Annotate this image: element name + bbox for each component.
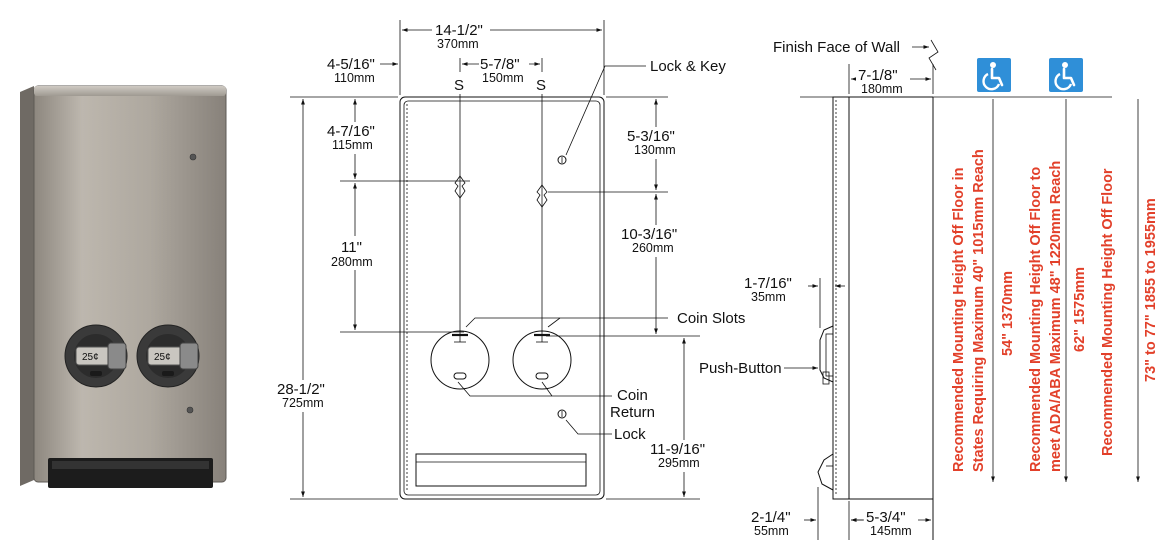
photo-coin-mechanism-right[interactable]: 25¢: [136, 324, 200, 388]
front-top-to-lock-imperial: 5-3/16": [627, 128, 675, 145]
front-lock-to-coin-imperial: 10-3/16": [621, 226, 677, 243]
front-slot-to-coin-metric: 280mm: [331, 255, 373, 269]
mounting-col2-value: 62" 1575mm: [1072, 267, 1088, 352]
side-depth-metric: 180mm: [861, 82, 903, 96]
mounting-col1-value: 54" 1370mm: [1000, 271, 1016, 356]
front-coin-to-bottom-imperial: 11-9/16": [650, 441, 705, 458]
coin-slots-callout: Coin Slots: [677, 310, 745, 327]
front-top-to-lock-metric: 130mm: [634, 143, 676, 157]
mounting-col3-value: 73" to 77" 1855 to 1955mm: [1143, 198, 1159, 382]
photo-delivery-tray[interactable]: [48, 458, 213, 488]
front-coin-mechanism-right: [512, 330, 572, 390]
mounting-col2-line2: meet ADA/ABA Maximum 48" 1220mm Reach: [1048, 161, 1064, 472]
photo-coin-label-left: 25¢: [82, 352, 99, 363]
front-width-metric: 370mm: [437, 37, 479, 51]
photo-lock-top-icon: [189, 153, 197, 161]
wheelchair-accessible-icon: [1049, 58, 1083, 92]
front-width-imperial: 14-1/2": [435, 22, 483, 39]
photo-lock-bottom-icon: [186, 406, 194, 414]
photo-coin-mechanism-left[interactable]: 25¢: [64, 324, 128, 388]
front-top-to-slot-metric: 115mm: [332, 138, 373, 152]
front-edge-to-slot-metric: 110mm: [334, 71, 375, 85]
side-button-projection-imperial: 1-7/16": [744, 275, 792, 292]
mounting-col1-line1: Recommended Mounting Height Off Floor in: [951, 168, 967, 472]
front-view: 14-1/2" 370mm 4-5/16" 110mm 5-7/8" 150mm…: [276, 20, 745, 500]
keyhole-left-icon: [454, 175, 466, 199]
push-button-callout: Push-Button: [699, 360, 782, 377]
front-top-to-slot-imperial: 4-7/16": [327, 123, 375, 140]
front-delivery-tray: [415, 453, 587, 487]
front-lock-to-coin-metric: 260mm: [632, 241, 674, 255]
wheelchair-accessible-icon: [977, 58, 1011, 92]
front-slot-to-coin-imperial: 11": [341, 239, 362, 256]
front-between-slots-metric: 150mm: [482, 71, 524, 85]
photo-coin-label-right: 25¢: [154, 352, 171, 363]
side-view: Finish Face of Wall 7-1/8" 180mm Push-Bu…: [699, 39, 1112, 540]
keyhole-right-icon: [536, 184, 548, 208]
side-recess-depth-imperial: 5-3/4": [866, 509, 906, 526]
side-bottom-projection-metric: 55mm: [754, 524, 789, 538]
coin-return-callout-line2: Return: [610, 404, 655, 421]
front-lock-bottom-icon: [557, 409, 567, 419]
mounting-col2-line1: Recommended Mounting Height Off Floor to: [1028, 167, 1044, 472]
side-depth-imperial: 7-1/8": [858, 67, 898, 84]
front-height-metric: 725mm: [282, 396, 324, 410]
side-push-button: [819, 325, 834, 385]
front-coin-to-bottom-metric: 295mm: [658, 456, 700, 470]
side-tray-profile: [817, 453, 834, 491]
slot-mark-left: S: [454, 77, 464, 94]
side-recess-depth-metric: 145mm: [870, 524, 912, 538]
coin-return-callout-line1: Coin: [617, 387, 648, 404]
front-edge-to-slot-imperial: 4-5/16": [327, 56, 375, 73]
mounting-col3-line1: Recommended Mounting Height Off Floor: [1100, 168, 1116, 456]
mounting-heights: Recommended Mounting Height Off Floor in…: [948, 58, 1160, 482]
front-lock-top-icon: [557, 155, 567, 165]
side-button-projection-metric: 35mm: [751, 290, 786, 304]
finish-face-label: Finish Face of Wall: [773, 39, 900, 56]
front-height-imperial: 28-1/2": [277, 381, 325, 398]
mounting-col1-line2: States Requiring Maximum 40" 1015mm Reac…: [971, 149, 987, 472]
slot-mark-right: S: [536, 77, 546, 94]
side-bottom-projection-imperial: 2-1/4": [751, 509, 791, 526]
front-between-slots-imperial: 5-7/8": [480, 56, 520, 73]
product-photo: 25¢ 25¢: [20, 85, 227, 488]
front-coin-mechanism-left: [430, 330, 490, 390]
lock-callout: Lock: [614, 426, 646, 443]
lock-key-callout: Lock & Key: [650, 58, 726, 75]
